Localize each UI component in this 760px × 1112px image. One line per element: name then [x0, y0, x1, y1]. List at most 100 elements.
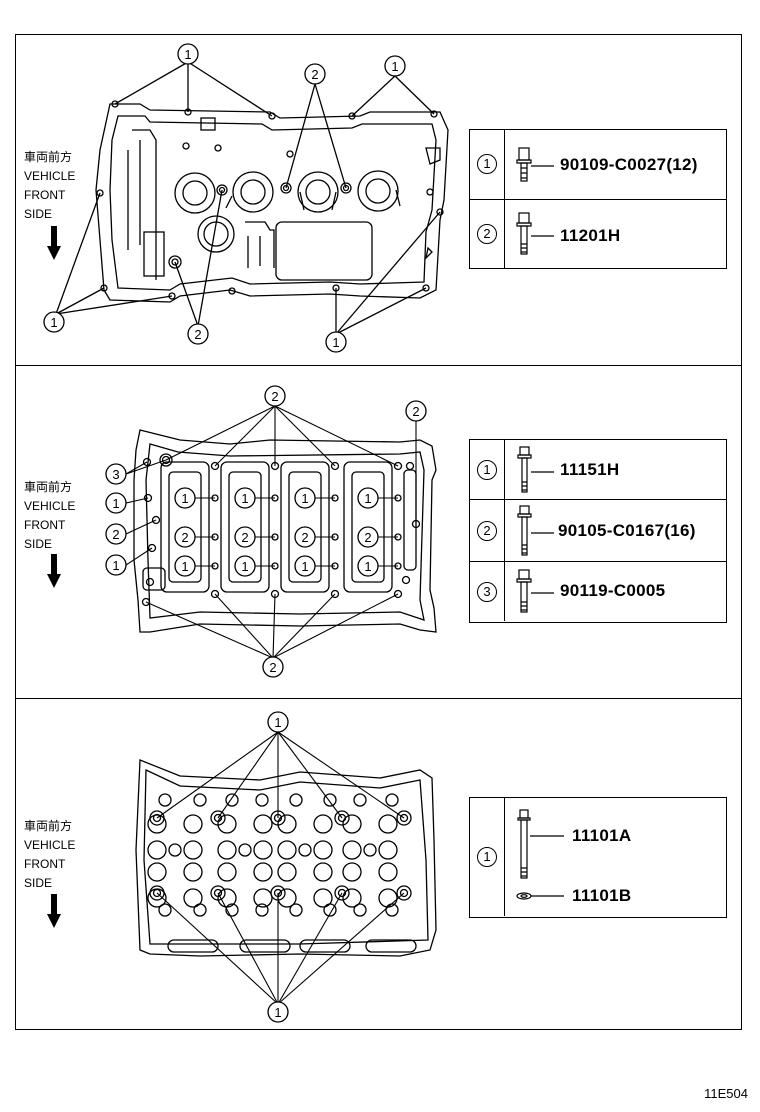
grid-callout	[234, 555, 256, 577]
callout-text: 1	[181, 559, 188, 574]
callout-1	[267, 1001, 289, 1023]
callout-2	[105, 523, 127, 545]
outer-frame	[15, 34, 742, 1030]
callout-text: 2	[112, 527, 119, 542]
grid-callout	[174, 487, 196, 509]
down-arrow-icon	[47, 894, 61, 928]
ref-number: 2	[477, 521, 497, 541]
callout-1	[267, 711, 289, 733]
callout-1	[43, 311, 65, 333]
callout-text: 2	[269, 660, 276, 675]
head-bolt-washer-icon	[516, 809, 564, 900]
callout-text: 2	[194, 327, 201, 342]
callout-text: 1	[241, 559, 248, 574]
parts-row: 2 90105-C0167(16)	[470, 500, 726, 562]
callout-2	[405, 400, 427, 422]
callout-3	[105, 463, 127, 485]
callout-text: 2	[311, 67, 318, 82]
callout-text: 2	[181, 530, 188, 545]
callout-2	[262, 656, 284, 678]
down-arrow-icon	[47, 226, 61, 260]
parts-table-2: 1 11151H 2 90105-C0167(16) 3 90119-C0005	[469, 439, 727, 623]
front-label: FRONT	[24, 857, 66, 871]
callout-text: 1	[301, 559, 308, 574]
vehicle-front-label: 車両前方 VEHICLE FRONT SIDE	[24, 148, 75, 224]
parts-table-3: 1 11101A 11101B	[469, 797, 727, 918]
callout-1	[384, 55, 406, 77]
vehicle-front-label: 車両前方 VEHICLE FRONT SIDE	[24, 478, 75, 554]
side-label: SIDE	[24, 876, 53, 890]
grid-callout	[174, 526, 196, 548]
jp-front-label: 車両前方	[24, 150, 73, 164]
callout-text: 1	[332, 335, 339, 350]
callout-text: 2	[241, 530, 248, 545]
diagram-code: 11E504	[704, 1086, 748, 1101]
parts-table-1: 1 90109-C0027(12) 2 11201H	[469, 129, 727, 269]
part-number: 11151H	[560, 460, 620, 479]
parts-row: 1 11151H	[470, 440, 726, 500]
callout-text: 3	[112, 467, 119, 482]
callout-text: 1	[391, 59, 398, 74]
jp-front-label: 車両前方	[24, 819, 73, 833]
grid-callout	[357, 555, 379, 577]
grid-callout	[234, 487, 256, 509]
callout-2	[304, 63, 326, 85]
callout-text: 1	[50, 315, 57, 330]
flange-bolt-icon	[516, 569, 554, 613]
ref-number: 1	[477, 460, 497, 480]
flange-bolt-icon	[516, 147, 554, 182]
callout-text: 1	[301, 491, 308, 506]
parts-row: 1 90109-C0027(12)	[470, 130, 726, 200]
callout-text: 1	[274, 1005, 281, 1020]
callout-1	[325, 331, 347, 353]
ref-number: 3	[477, 582, 497, 602]
callout-text: 1	[112, 496, 119, 511]
callout-1	[105, 554, 127, 576]
front-label: FRONT	[24, 188, 66, 202]
grid-callout	[357, 526, 379, 548]
callout-text: 1	[274, 715, 281, 730]
callout-text: 1	[181, 491, 188, 506]
parts-row: 3 90119-C0005	[470, 562, 726, 621]
bolt-icon	[516, 212, 554, 255]
part-number: 90109-C0027(12)	[560, 155, 698, 174]
callout-1	[177, 43, 199, 65]
ref-number: 1	[477, 154, 497, 174]
vehicle-label: VEHICLE	[24, 499, 76, 513]
grid-callout	[174, 555, 196, 577]
bolt-icon	[517, 505, 554, 556]
callout-text: 1	[112, 558, 119, 573]
vehicle-label: VEHICLE	[24, 838, 76, 852]
part-number: 90119-C0005	[560, 581, 666, 600]
part-number: 11201H	[560, 226, 621, 245]
callout-1	[105, 492, 127, 514]
grid-callout	[357, 487, 379, 509]
side-label: SIDE	[24, 537, 53, 551]
grid-callout	[234, 526, 256, 548]
part-number-b: 11101B	[572, 886, 632, 905]
callout-text: 1	[364, 491, 371, 506]
callout-text: 1	[364, 559, 371, 574]
callout-2	[187, 323, 209, 345]
part-number-a: 11101A	[572, 826, 632, 845]
callout-text: 2	[301, 530, 308, 545]
callout-text: 2	[364, 530, 371, 545]
callout-text: 1	[241, 491, 248, 506]
grid-callout	[294, 487, 316, 509]
jp-front-label: 車両前方	[24, 480, 73, 494]
parts-row: 2 11201H	[470, 200, 726, 268]
ref-number: 2	[477, 224, 497, 244]
section-divider	[15, 698, 742, 699]
callout-text: 2	[412, 404, 419, 419]
grid-callout	[294, 555, 316, 577]
callout-text: 1	[184, 47, 191, 62]
part-number: 90105-C0167(16)	[558, 521, 696, 540]
grid-callout	[294, 526, 316, 548]
down-arrow-icon	[47, 554, 61, 588]
parts-row: 1 11101A 11101B	[470, 798, 726, 916]
ref-number: 1	[477, 847, 497, 867]
vehicle-front-label: 車両前方 VEHICLE FRONT SIDE	[24, 817, 75, 893]
bolt-icon	[517, 446, 554, 493]
